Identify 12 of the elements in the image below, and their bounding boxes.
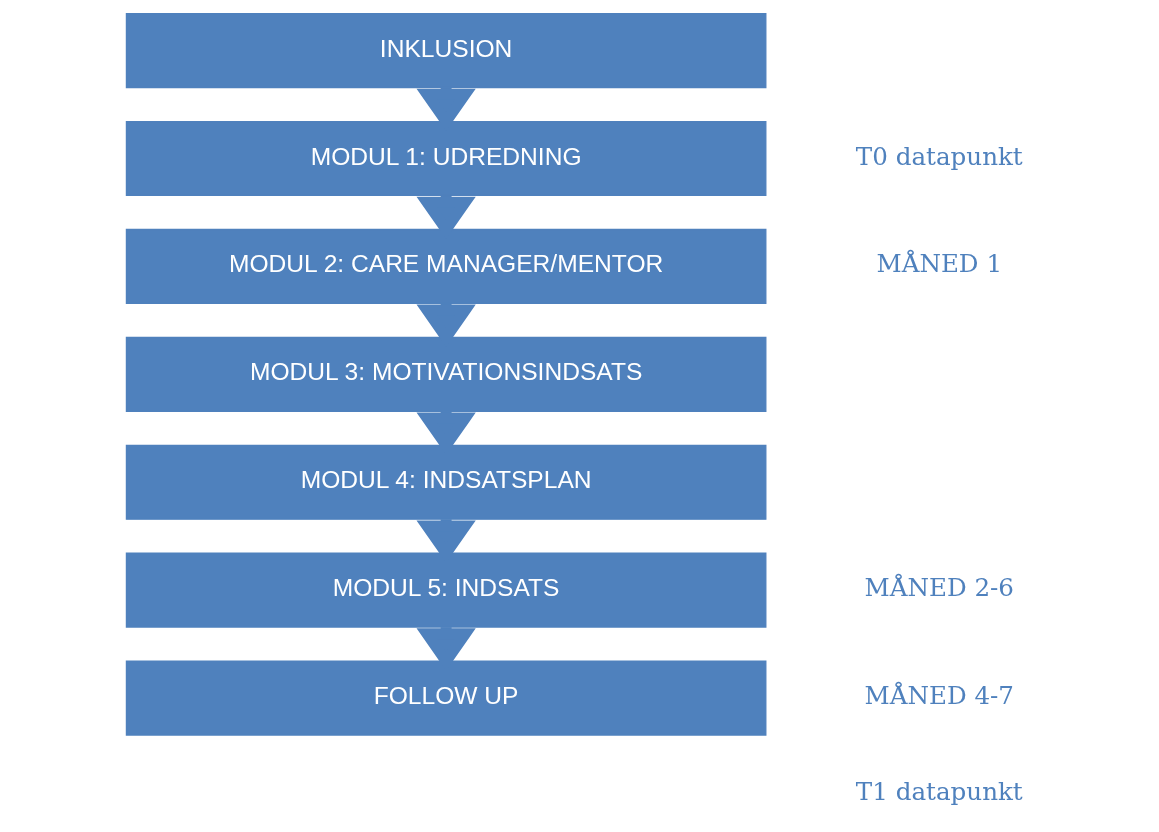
node-box: FOLLOW UP — [125, 660, 766, 736]
label: MÅNED 2-6 — [864, 573, 1014, 603]
node-box: MODUL 5: INDSATS — [125, 552, 766, 628]
node-box: MODUL 1: UDREDNING — [125, 120, 766, 197]
label: T1 datapunkt — [855, 776, 1023, 806]
node-box: INKLUSION — [125, 13, 766, 89]
label: MÅNED 4-7 — [864, 681, 1014, 711]
label: T0 datapunkt — [855, 141, 1023, 171]
node-box: MODUL 3: MOTIVATIONSINDSATS — [125, 336, 766, 412]
node-box: MODUL 2: CARE MANAGER/MENTOR — [125, 228, 766, 304]
label: MÅNED 1 — [876, 249, 1002, 279]
node-box: MODUL 4: INDSATSPLAN — [125, 444, 766, 520]
